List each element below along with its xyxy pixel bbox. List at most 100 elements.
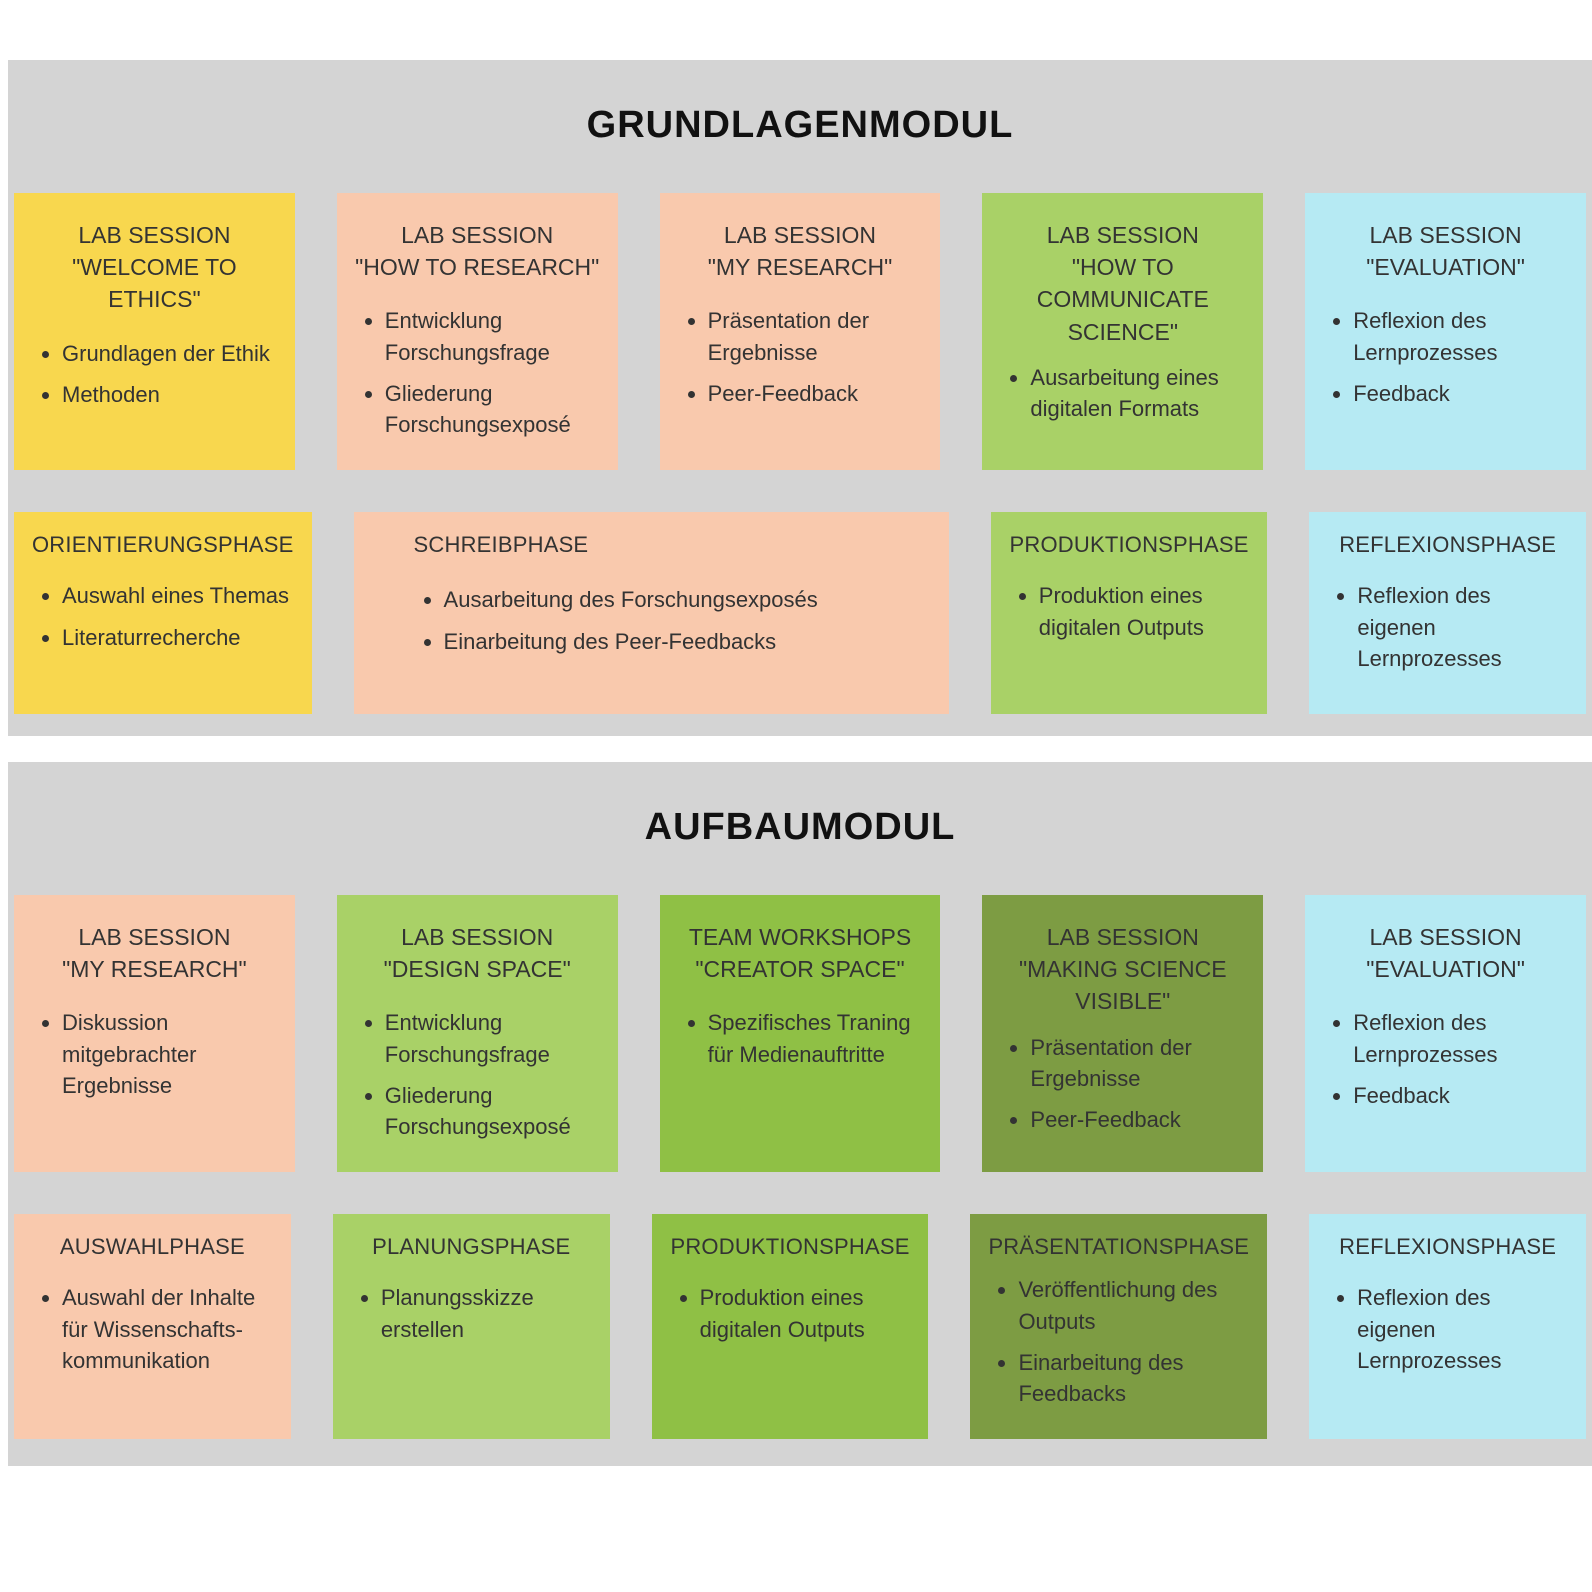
bullet-item: Einarbeitung des Feedbacks — [1018, 1347, 1249, 1409]
session-card-my-research: LAB SESSION "MY RESEARCH" Präsentation d… — [659, 193, 941, 471]
bullet-item: Auswahl der Inhalte für Wissenschafts-ko… — [62, 1282, 273, 1376]
card-title-line1: LAB SESSION — [1046, 924, 1199, 950]
card-title-line1: TEAM WORKSHOPS — [688, 924, 912, 950]
card-title-line2: "MY RESEARCH" — [707, 254, 893, 281]
card-title-line2: "EVALUATION" — [1366, 254, 1525, 281]
bullet-item: Diskussion mitgebrachter Ergebnisse — [62, 1007, 277, 1101]
bullet-item: Entwicklung Forschungsfrage — [385, 305, 600, 367]
card-title: LAB SESSION "MAKING SCIENCE VISIBLE" — [1000, 921, 1245, 1018]
phase-card-produktionsphase-aufbau: PRODUKTIONSPHASE Produktion eines digita… — [651, 1214, 929, 1440]
bullet-item: Feedback — [1353, 378, 1568, 409]
bullet-item: Produktion eines digitalen Outputs — [700, 1282, 911, 1344]
card-title-line2: "MAKING SCIENCE VISIBLE" — [1019, 956, 1227, 1015]
aufbau-sessions-row: LAB SESSION "MY RESEARCH" Diskussion mit… — [8, 895, 1592, 1173]
card-bullet-list: Präsentation der Ergebnisse Peer-Feedbac… — [1000, 1032, 1245, 1136]
card-title: LAB SESSION "DESIGN SPACE" — [355, 921, 600, 985]
card-title-line2: "MY RESEARCH" — [62, 956, 247, 983]
phase-card-produktionsphase-grundlagen: PRODUKTIONSPHASE Produktion eines digita… — [990, 512, 1268, 715]
card-title-line1: LAB SESSION — [1046, 222, 1199, 248]
card-bullet-list: Veröffentlichung des Outputs Einarbeitun… — [988, 1274, 1249, 1409]
card-title-line1: LAB SESSION — [78, 222, 231, 248]
grundlagen-sessions-row: LAB SESSION "WELCOME TO ETHICS" Grundlag… — [8, 193, 1592, 471]
card-title-line1: LAB SESSION — [723, 222, 877, 248]
bullet-item: Planungsskizze erstellen — [381, 1282, 592, 1344]
phase-title: AUSWAHLPHASE — [59, 1234, 245, 1260]
card-bullet-list: Entwicklung Forschungsfrage Gliederung F… — [355, 1007, 600, 1142]
bullet-item: Auswahl eines Themas — [62, 580, 294, 611]
card-title: LAB SESSION "EVALUATION" — [1323, 219, 1568, 283]
card-title: TEAM WORKSHOPS "CREATOR SPACE" — [678, 921, 923, 985]
session-card-evaluation-grundlagen: LAB SESSION "EVALUATION" Reflexion des L… — [1305, 193, 1586, 471]
phase-title: PLANUNGSPHASE — [372, 1234, 571, 1260]
card-title-line2: "DESIGN SPACE" — [383, 956, 571, 983]
grundlagen-phases-row: ORIENTIERUNGSPHASE Auswahl eines Themas … — [8, 512, 1592, 715]
bullet-item: Entwicklung Forschungsfrage — [385, 1007, 600, 1069]
card-bullet-list: Reflexion des Lernprozesses Feedback — [1323, 305, 1568, 409]
card-title: LAB SESSION "HOW TO COMMUNICATE SCIENCE" — [1000, 219, 1245, 348]
phase-title: ORIENTIERUNGSPHASE — [32, 532, 294, 558]
card-title-line1: LAB SESSION — [1369, 222, 1522, 248]
card-bullet-list: Spezifisches Traning für Medienauftritte — [678, 1007, 923, 1069]
grundlagenmodul-panel: GRUNDLAGENMODUL LAB SESSION "WELCOME TO … — [8, 60, 1592, 736]
bullet-item: Ausarbeitung des Forschungsexposés — [444, 584, 931, 615]
card-bullet-list: Reflexion des Lernprozesses Feedback — [1323, 1007, 1568, 1111]
aufbaumodul-title: AUFBAUMODUL — [644, 806, 956, 848]
bullet-item: Reflexion des eigenen Lernprozesses — [1357, 1282, 1568, 1376]
bullet-item: Ausarbeitung eines digitalen Formats — [1030, 362, 1245, 424]
card-bullet-list: Auswahl der Inhalte für Wissenschafts-ko… — [32, 1282, 273, 1376]
card-title: LAB SESSION "EVALUATION" — [1323, 921, 1568, 985]
phase-card-schreibphase: SCHREIBPHASE Ausarbeitung des Forschungs… — [353, 512, 949, 715]
session-card-how-to-research: LAB SESSION "HOW TO RESEARCH" Entwicklun… — [336, 193, 618, 471]
bullet-item: Peer-Feedback — [1030, 1104, 1245, 1135]
bullet-item: Feedback — [1353, 1080, 1568, 1111]
bullet-item: Spezifisches Traning für Medienauftritte — [708, 1007, 923, 1069]
bullet-item: Veröffentlichung des Outputs — [1018, 1274, 1249, 1336]
bullet-item: Produktion eines digitalen Outputs — [1039, 580, 1250, 642]
session-card-how-to-communicate-science: LAB SESSION "HOW TO COMMUNICATE SCIENCE"… — [982, 193, 1264, 471]
phase-title: REFLEXIONSPHASE — [1339, 1234, 1557, 1260]
session-card-evaluation-aufbau: LAB SESSION "EVALUATION" Reflexion des L… — [1305, 895, 1586, 1173]
card-title: LAB SESSION "HOW TO RESEARCH" — [355, 219, 600, 283]
card-title-line2: "HOW TO RESEARCH" — [355, 254, 600, 281]
card-bullet-list: Reflexion des eigenen Lernprozesses — [1327, 1282, 1568, 1376]
phase-title: PRÄSENTATIONSPHASE — [988, 1234, 1250, 1260]
phase-title: REFLEXIONSPHASE — [1339, 532, 1557, 558]
card-bullet-list: Auswahl eines Themas Literaturrecherche — [32, 580, 294, 652]
session-card-welcome-to-ethics: LAB SESSION "WELCOME TO ETHICS" Grundlag… — [14, 193, 295, 471]
session-card-my-research-aufbau: LAB SESSION "MY RESEARCH" Diskussion mit… — [14, 895, 295, 1173]
bullet-item: Grundlagen der Ethik — [62, 338, 277, 369]
phase-title: PRODUKTIONSPHASE — [670, 1234, 910, 1260]
card-bullet-list: Grundlagen der Ethik Methoden — [32, 338, 277, 410]
phase-title: SCHREIBPHASE — [413, 532, 589, 558]
bullet-item: Literaturrecherche — [62, 622, 294, 653]
card-bullet-list: Planungsskizze erstellen — [351, 1282, 592, 1344]
bullet-item: Einarbeitung des Peer-Feedbacks — [444, 626, 931, 657]
card-bullet-list: Produktion eines digitalen Outputs — [1009, 580, 1250, 642]
card-bullet-list: Produktion eines digitalen Outputs — [670, 1282, 911, 1344]
card-bullet-list: Präsentation der Ergebnisse Peer-Feedbac… — [678, 305, 923, 409]
bullet-item: Präsentation der Ergebnisse — [708, 305, 923, 367]
bullet-item: Reflexion des eigenen Lernprozesses — [1357, 580, 1568, 674]
phase-card-orientierungsphase: ORIENTIERUNGSPHASE Auswahl eines Themas … — [14, 512, 312, 715]
card-bullet-list: Ausarbeitung des Forschungsexposés Einar… — [398, 584, 931, 656]
card-bullet-list: Entwicklung Forschungsfrage Gliederung F… — [355, 305, 600, 440]
phase-card-praesentationsphase: PRÄSENTATIONSPHASE Veröffentlichung des … — [970, 1214, 1268, 1440]
card-title-line1: LAB SESSION — [401, 924, 554, 950]
bullet-item: Reflexion des Lernprozesses — [1353, 305, 1568, 367]
card-title-line2: "WELCOME TO ETHICS" — [72, 254, 237, 313]
card-title-line2: "EVALUATION" — [1366, 956, 1525, 983]
card-title: LAB SESSION "MY RESEARCH" — [32, 921, 277, 985]
card-title-line1: LAB SESSION — [78, 924, 231, 950]
aufbau-phases-row: AUSWAHLPHASE Auswahl der Inhalte für Wis… — [8, 1214, 1592, 1440]
bullet-item: Gliederung Forschungsexposé — [385, 378, 600, 440]
phase-card-auswahlphase: AUSWAHLPHASE Auswahl der Inhalte für Wis… — [14, 1214, 291, 1440]
card-bullet-list: Diskussion mitgebrachter Ergebnisse — [32, 1007, 277, 1101]
card-title-line2: "CREATOR SPACE" — [695, 956, 905, 983]
phase-card-planungsphase: PLANUNGSPHASE Planungsskizze erstellen — [332, 1214, 610, 1440]
bullet-item: Präsentation der Ergebnisse — [1030, 1032, 1245, 1094]
session-card-creator-space: TEAM WORKSHOPS "CREATOR SPACE" Spezifisc… — [659, 895, 941, 1173]
phase-title: PRODUKTIONSPHASE — [1009, 532, 1249, 558]
bullet-item: Methoden — [62, 379, 277, 410]
bullet-item: Reflexion des Lernprozesses — [1353, 1007, 1568, 1069]
grundlagenmodul-title: GRUNDLAGENMODUL — [586, 104, 1014, 146]
